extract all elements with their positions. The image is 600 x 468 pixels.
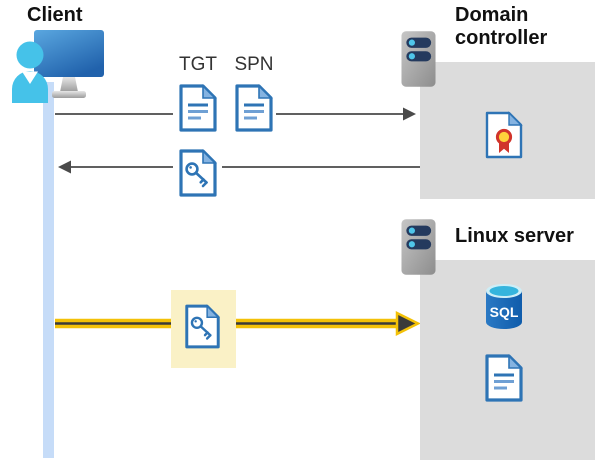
key-ticket-icon: [178, 148, 218, 198]
client-lifeline: [43, 82, 54, 458]
certificate-icon: [484, 110, 524, 160]
arrowhead-yellow-icon: [395, 310, 421, 337]
arrow-auth-to-linux: [55, 310, 421, 337]
client-workstation-icon: [10, 28, 110, 103]
arrow-request-to-dc: [55, 107, 416, 121]
arrowhead-left-icon: [58, 160, 71, 174]
domain-controller-label: Domain controller: [455, 4, 548, 49]
tgt-label: TGT: [179, 54, 217, 75]
client-label: Client: [27, 4, 83, 26]
arrow-response-from-dc: [58, 160, 420, 174]
linux-server-label: Linux server: [455, 225, 574, 247]
highlighted-key-ticket-icon: [184, 303, 221, 350]
domain-controller-server-icon: [401, 30, 436, 88]
keytab-document-icon: [484, 353, 524, 403]
tgt-document-icon: [178, 83, 218, 133]
sql-label: SQL: [490, 304, 519, 320]
linux-server-icon: [401, 218, 436, 276]
spn-document-icon: [234, 83, 274, 133]
spn-label: SPN: [234, 54, 274, 75]
arrowhead-right-icon: [403, 107, 416, 121]
sql-database-icon: SQL: [486, 284, 522, 329]
